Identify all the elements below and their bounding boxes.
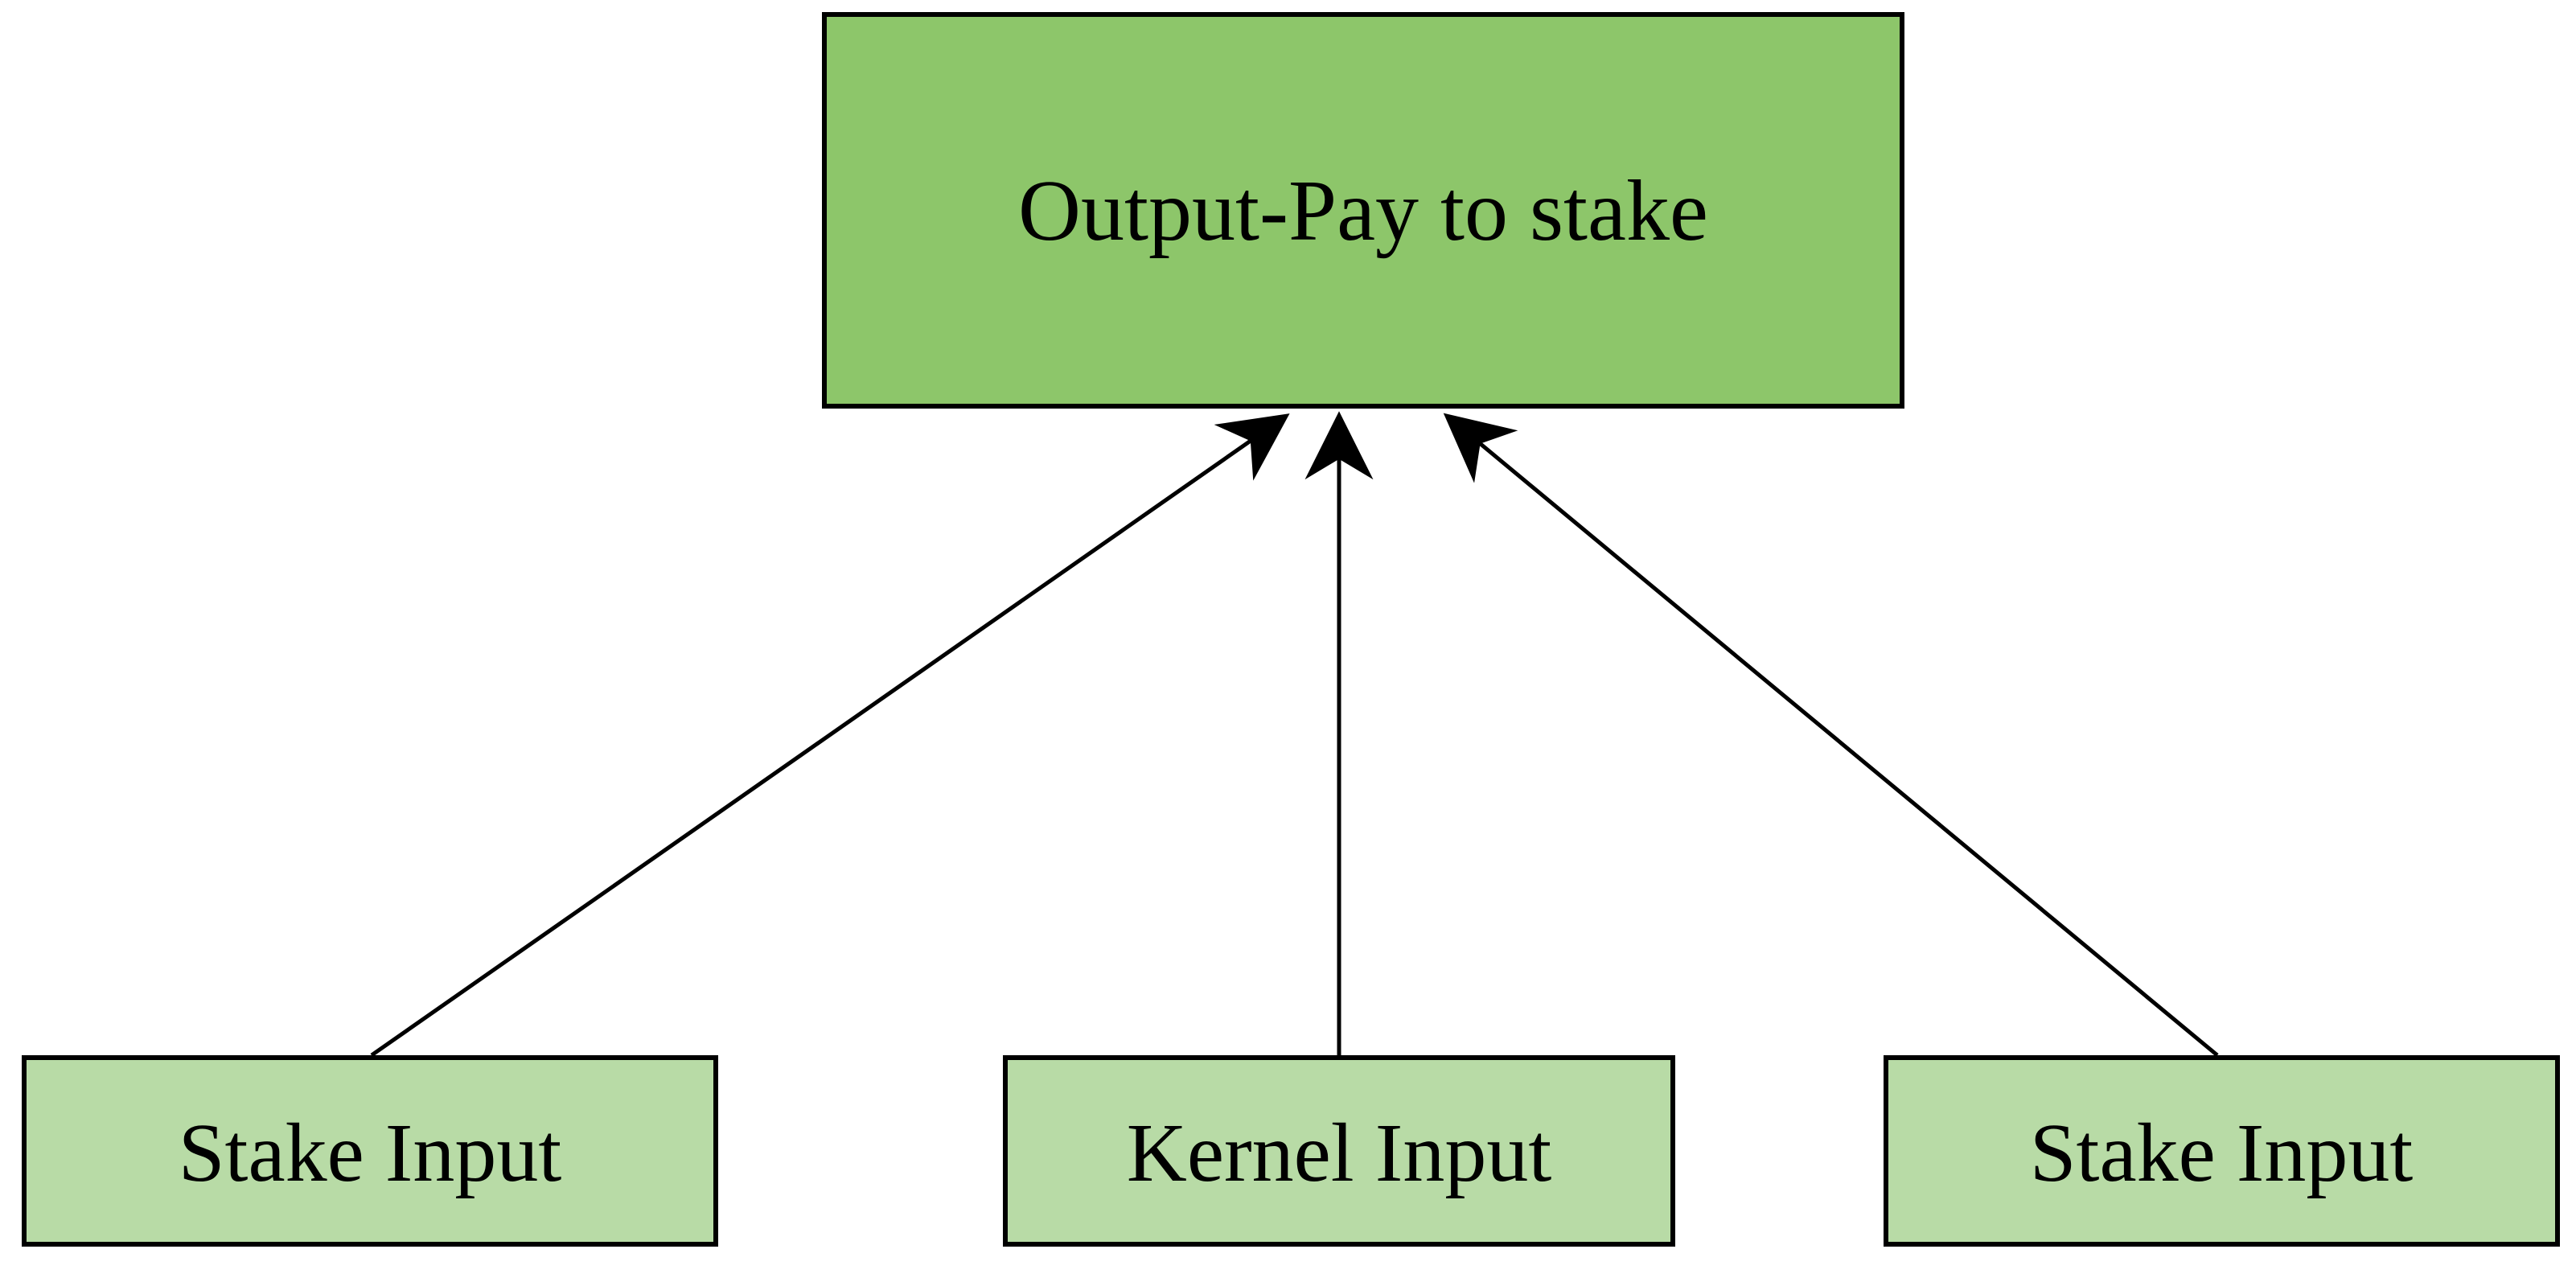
- arrow-stake-right-to-output: [1443, 413, 2219, 1057]
- stake-input-right-box: [1884, 1055, 2560, 1247]
- stake-input-left-label: Stake Input: [179, 1107, 562, 1199]
- stake-input-right-node: Stake Input: [1884, 1055, 2560, 1247]
- stake-input-right-label: Stake Input: [2030, 1107, 2414, 1199]
- kernel-input-box: [1003, 1055, 1675, 1247]
- arrow-stake-left-to-output: [370, 413, 1290, 1058]
- stake-input-left-node: Stake Input: [22, 1055, 718, 1247]
- output-node-label: Output-Pay to stake: [1018, 163, 1708, 259]
- output-node-box: [822, 12, 1904, 409]
- kernel-input-label: Kernel Input: [1127, 1107, 1552, 1199]
- stake-input-left-box: [22, 1055, 718, 1247]
- output-node: Output-Pay to stake: [822, 12, 1904, 409]
- kernel-input-node: Kernel Input: [1003, 1055, 1675, 1247]
